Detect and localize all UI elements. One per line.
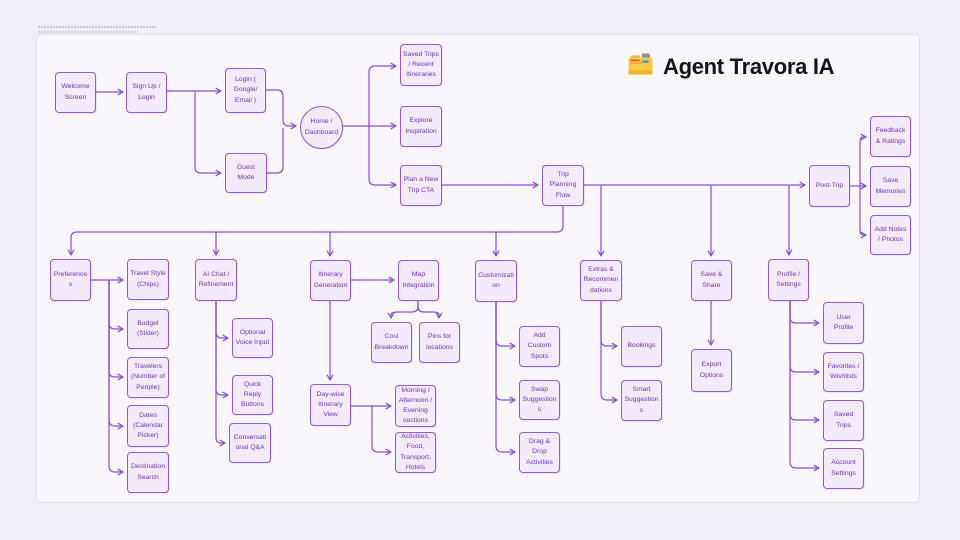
- flow-node-map-integration: Map Integration: [398, 260, 439, 301]
- flow-node-save-memories: Save Memories: [870, 166, 911, 207]
- flow-node-save-share: Save & Share: [691, 260, 732, 301]
- card-index-dividers-icon: [627, 51, 654, 82]
- flow-node-optional-voice-input: Optional Voice Input: [232, 318, 273, 358]
- flow-node-post-trip: Post-Trip: [809, 165, 850, 207]
- flow-node-dates-calendar-picker: Dates (Calendar Picker): [127, 405, 169, 447]
- flow-node-user-profile: User Profile: [823, 302, 864, 344]
- flow-node-login-google-email: Login ( Google/ Email ): [225, 68, 266, 113]
- flow-node-quick-reply-buttons: Quick Reply Buttons: [232, 375, 273, 415]
- flow-node-cost-breakdown: Cost Breakdown: [371, 322, 412, 363]
- flow-node-favorites-wishlists: Favorites / Wishlists: [823, 352, 864, 392]
- tiny-caption-text: [38, 26, 156, 33]
- flow-node-add-notes-photos: Add Notes / Photos: [870, 215, 911, 255]
- flow-node-saved-trips-itineraries: Saved Trips / Recent Itineraries: [400, 44, 442, 86]
- diagram-title: Agent Travora IA: [627, 51, 835, 82]
- flow-node-preferences: Preferences: [50, 259, 91, 301]
- flow-node-activities-food: Activities, Food, Transport, Hotels: [395, 432, 436, 473]
- flow-node-destination-search: Destination Search: [127, 452, 169, 493]
- flow-node-bookings: Bookings: [621, 326, 662, 367]
- flow-node-travelers-number: Travelers (Number of People): [127, 357, 169, 398]
- flow-node-home-dashboard: Home / Dashboard: [300, 106, 343, 149]
- flow-node-smart-suggestions: Smart Suggestions: [621, 380, 662, 421]
- flow-node-trip-planning-flow: Trip Planning Flow: [542, 165, 584, 206]
- flow-node-export-options: Export Options: [691, 349, 732, 392]
- flow-node-feedback-ratings: Feedback & Ratings: [870, 116, 911, 157]
- flow-node-conversational-qa: Conversational Q&A: [229, 423, 271, 463]
- flow-node-drag-drop-activities: Drag & Drop Activities: [519, 432, 560, 473]
- flow-node-guest-mode: Guest Mode: [225, 153, 267, 193]
- flow-node-customization: Customization: [475, 260, 517, 302]
- flow-node-morning-sections: Morning / Afternoon / Evening sections: [395, 385, 436, 427]
- flow-node-profile-settings: Profile / Settings: [768, 259, 809, 301]
- flow-node-day-wise-itinerary-view: Day-wise Itinerary View: [310, 384, 351, 426]
- flow-node-ai-chat-refinement: AI Chat / Refinement: [195, 259, 237, 301]
- flow-node-welcome-screen: Welcome Screen: [55, 72, 96, 113]
- flow-node-account-settings: Account Settings: [823, 448, 864, 489]
- flow-node-add-custom-spots: Add Custom Spots: [519, 326, 560, 367]
- page-title: Agent Travora IA: [663, 53, 835, 79]
- flow-node-travel-style-chips: Travel Style (Chips): [127, 259, 169, 300]
- flow-node-budget-slider: Budget (Slider): [127, 309, 169, 349]
- flow-node-swap-suggestions: Swap Suggestions: [519, 380, 560, 420]
- flow-node-saved-trips: Saved Trips: [823, 400, 864, 441]
- flow-node-explore-inspiration: Explore Inspiration: [400, 106, 442, 147]
- flow-node-sign-up-login: Sign Up / Login: [126, 72, 167, 113]
- flow-node-itinerary-generation: Itinerary Generation: [310, 260, 351, 301]
- flow-node-plan-new-trip-cta: Plan a New Trip CTA: [400, 165, 442, 206]
- flow-node-extras-recommendations: Extras & Recommendations: [580, 260, 622, 301]
- flow-node-pins-for-locations: Pins for locations: [419, 322, 460, 363]
